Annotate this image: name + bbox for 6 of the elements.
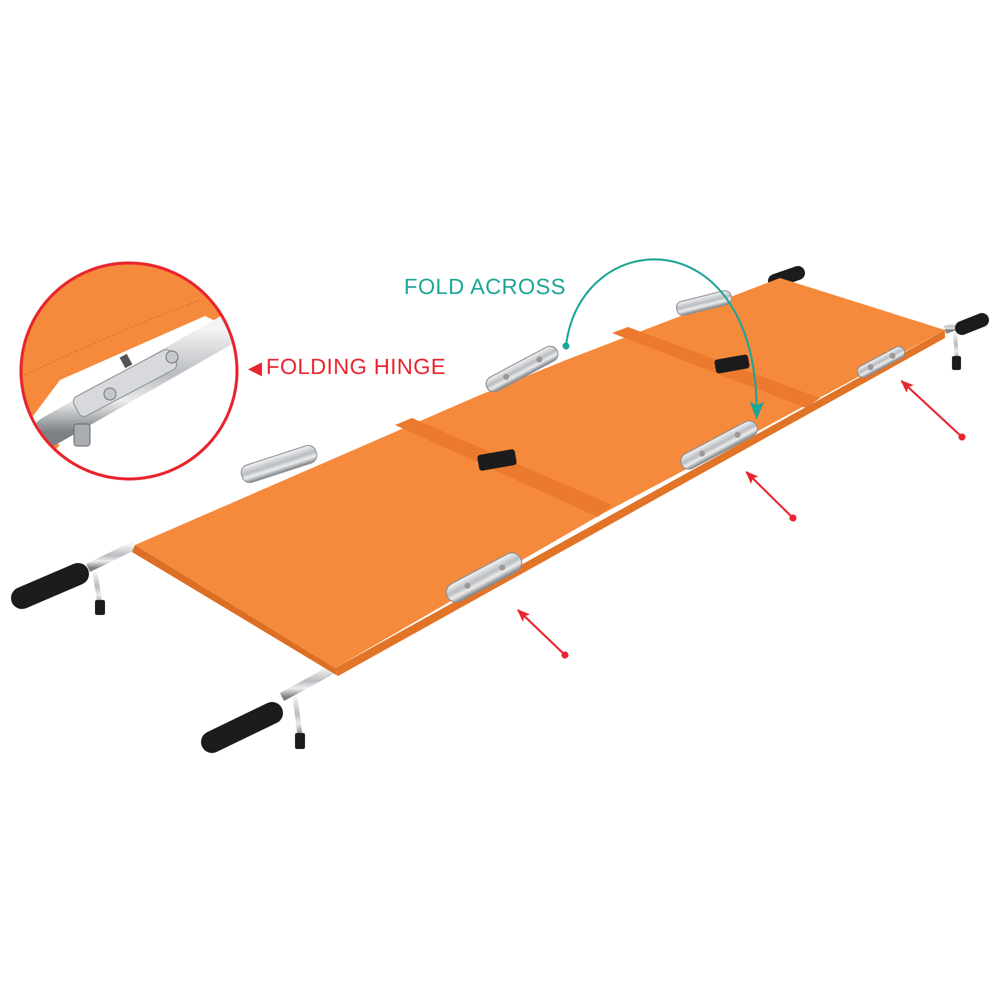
leader-arrow [517, 609, 568, 658]
curved-arrow [562, 258, 763, 420]
callout-label: FOLDING HINGE [266, 354, 446, 380]
leader-arrow [900, 380, 966, 440]
leader-arrow [745, 471, 796, 522]
pointer-triangle [248, 362, 262, 376]
